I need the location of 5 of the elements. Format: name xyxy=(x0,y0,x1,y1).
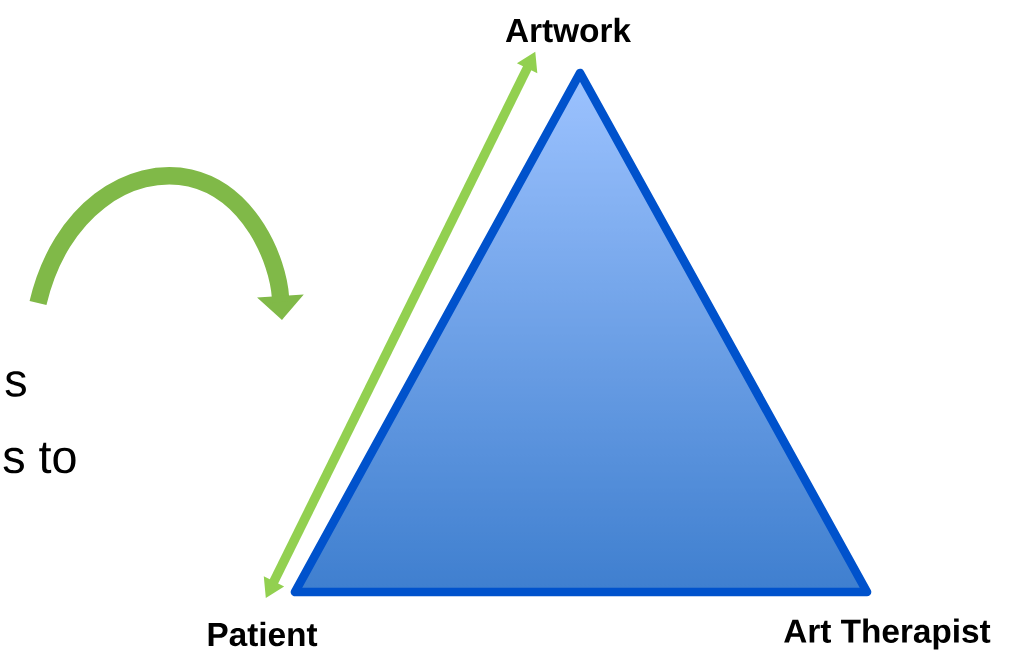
text-fragment: s to xyxy=(3,442,76,474)
vertex-label: Art Therapist xyxy=(784,618,991,650)
text-fragment: s xyxy=(5,371,26,397)
vertex-label: Patient xyxy=(208,621,318,647)
vertex-label: Artwork xyxy=(505,17,631,43)
